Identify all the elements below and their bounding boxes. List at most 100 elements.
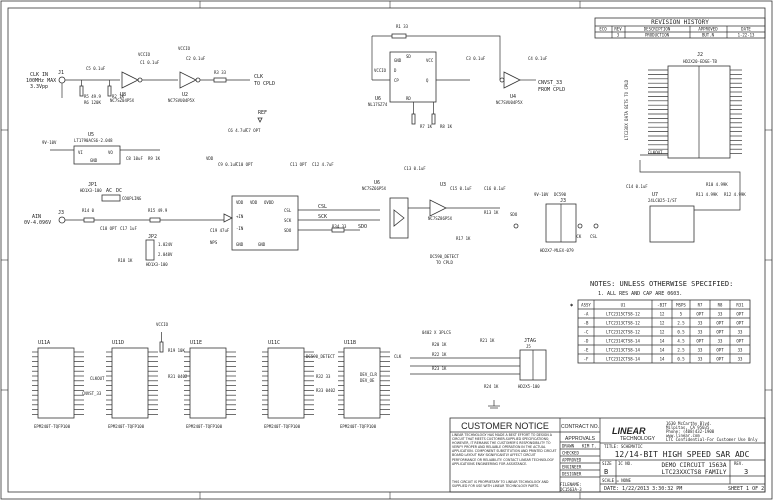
cpld-ref: U11C	[268, 340, 280, 346]
detect-label-2: TO CPLD	[436, 260, 453, 265]
asy-cell: LTC2313CTS8-14	[606, 348, 640, 353]
asy-cell: OPT	[696, 339, 704, 344]
approval-row: DRAWN	[562, 444, 575, 449]
r33-label: R33 0402	[316, 388, 336, 393]
j2-side-label: LTC23XX DATA BITS TO CPLD	[624, 79, 629, 140]
asy-cell: 33	[738, 357, 743, 362]
sync-section: R1 33 GND D CP VCC Q SD RD U6 NL17SZ74 C…	[368, 24, 565, 129]
vccio-sync: VCCIO	[374, 68, 387, 73]
ref-label: REF	[258, 110, 267, 116]
r8-label: R8 1K	[440, 124, 453, 129]
customer-notice-text: LINEAR TECHNOLOGY HAS MADE A BEST EFFORT…	[452, 433, 557, 466]
asy-cell: 4.5	[677, 339, 685, 344]
cpld-net-clkout: CLKOUT	[90, 376, 105, 381]
c17-label: C17 1uF	[120, 226, 137, 231]
filename-2: DC1563A-3	[560, 487, 582, 492]
svg-text:VDD: VDD	[250, 200, 258, 205]
svg-text:-IN: -IN	[236, 226, 244, 231]
date-label: DATE: 1/22/2013 3:30:32 PM	[604, 486, 682, 492]
c4-label: C4 0.1uF	[528, 56, 548, 61]
net-csl: CSL	[318, 204, 327, 210]
cpld-part: EPM240T-TQFP100	[108, 424, 145, 429]
connector-j2: J2 HD2X20-EDGE-TB LTC23XX DATA BITS TO C…	[624, 52, 742, 159]
c6-label: C6 4.7uF	[228, 128, 248, 133]
asy-cell: -C	[584, 330, 589, 335]
svg-text:VDD: VDD	[236, 200, 244, 205]
rev-label: REV.	[734, 461, 744, 466]
r10-label: R10 4.99K	[706, 182, 728, 187]
title-line2: DEMO CIRCUIT 1563A	[661, 462, 726, 469]
cpld-net-cnvst: CNVST_33	[82, 391, 102, 396]
eeprom-u7: C14 0.1uF U7 24LC025-I/ST R11 4.99K R12 …	[626, 160, 746, 243]
svg-text:GND: GND	[258, 242, 266, 247]
rev-row-rev: 3	[617, 33, 620, 38]
asy-cell: LTC2312CTS8-12	[606, 330, 640, 335]
asy-cell: 33	[698, 348, 703, 353]
r5-label: R5 49.9	[84, 94, 101, 99]
u4-inverter-symbol	[503, 71, 521, 89]
u7-ref: U7	[652, 192, 658, 198]
asy-cell: 14	[660, 357, 665, 362]
dc590-net-sdo: SDO	[510, 212, 518, 217]
approvals-label: APPROVALS	[565, 436, 596, 442]
c15-label: C15 0.1uF	[450, 186, 472, 191]
svg-text:GND: GND	[394, 58, 402, 63]
jp1-jumper[interactable]	[101, 194, 121, 202]
cpld-net-devoe: DEV_OE	[360, 378, 375, 383]
r19-label: R19 10K	[168, 348, 185, 353]
svg-text:SD: SD	[406, 54, 411, 59]
r13-label: R13 1K	[484, 210, 499, 215]
r34-label: R34 33	[332, 224, 347, 229]
input-section: JP1 HD1X3-100 AC DC COUPLING AIN 0V-4.09…	[24, 182, 230, 267]
adc-body	[231, 195, 299, 251]
cpld-ref: U11D	[112, 340, 124, 346]
u5-vin: 9V-10V	[42, 140, 57, 145]
j5-part: HD2X5-100	[518, 384, 540, 389]
j5-ref: J5	[526, 344, 531, 349]
r15-label: R15 49.9	[148, 208, 168, 213]
asy-cell: 14	[660, 339, 665, 344]
approval-row: ENGINEER	[562, 465, 582, 470]
c3-label: C3 0.1uF	[466, 56, 486, 61]
rev-header-eco: ECO	[599, 27, 607, 32]
u6-part: NL17SZ74	[368, 102, 388, 107]
asy-cell: LTC2314CTS8-14	[606, 339, 640, 344]
dc590-vin: 9V-10V	[534, 192, 549, 197]
cpld-net-clk: CLK	[394, 354, 402, 359]
jp2-ref: JP2	[148, 234, 157, 240]
u4-part: NC7SVU04P5X	[496, 100, 523, 105]
c13-label: C13 0.1uF	[404, 166, 426, 171]
u3-gate-symbol	[429, 199, 447, 217]
cpld-unit-u11d: U11D EPM240T-TQFP100	[106, 340, 158, 429]
jp2-part: HD1X3-100	[146, 262, 168, 267]
c11-label: C11 OPT	[290, 162, 307, 167]
jp1-ref: JP1	[88, 182, 97, 188]
jp2-jumper[interactable]	[145, 239, 155, 261]
u3-part: NC7SZ86P5X	[428, 216, 453, 221]
u6b-ref: U6	[374, 180, 380, 186]
asy-cell: 12	[660, 312, 665, 317]
address-line: Phone: (408)432-1900	[666, 429, 715, 434]
adc-pin-sck: SCK	[284, 218, 292, 223]
asy-cell: OPT	[716, 330, 724, 335]
u6b-switch-body	[389, 197, 409, 239]
asy-header: R31	[736, 303, 744, 308]
net-sck: SCK	[318, 214, 327, 220]
j1-ref: J1	[58, 70, 64, 76]
regulator-u5: 9V-10V U5 LT1790ACS6-2.048 VI VO GND C8 …	[42, 132, 161, 165]
cpld-part: EPM240T-TQFP100	[264, 424, 301, 429]
j2-ref: J2	[697, 52, 703, 58]
notes-title: NOTES: UNLESS OTHERWISE SPECIFIED:	[590, 280, 733, 288]
asy-cell: 33	[698, 321, 703, 326]
cpld-net-detect: DC590_DETECT	[306, 354, 335, 359]
asy-cell: -E	[584, 348, 589, 353]
csl-test: CSL	[590, 234, 598, 239]
size-value: B	[604, 468, 608, 476]
u8-part: NC7SZ04P5X	[110, 98, 135, 103]
asy-cell: OPT	[696, 312, 704, 317]
asy-cell: LTC2313CTS8-12	[606, 321, 640, 326]
u8-vccio: VCCIO	[138, 52, 151, 57]
